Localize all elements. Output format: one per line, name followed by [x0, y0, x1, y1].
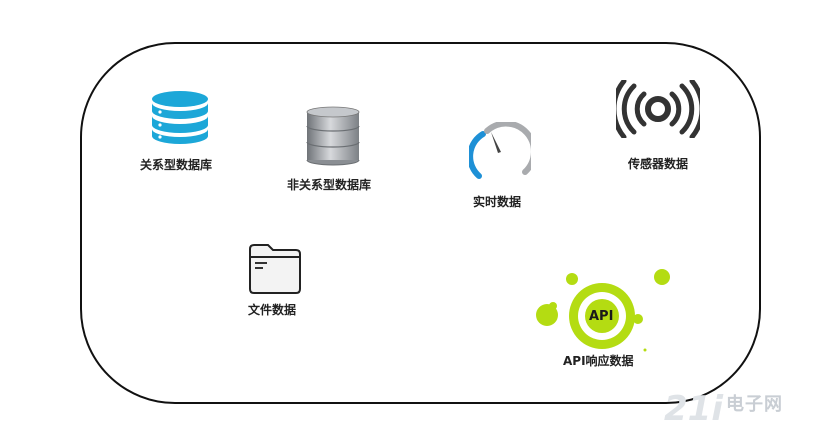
svg-text:21ic: 21ic	[664, 389, 724, 428]
folder-icon	[249, 244, 301, 294]
nonrelational-db-item	[305, 106, 361, 166]
broadcast-signal-icon	[611, 78, 705, 140]
file-label: 文件数据	[248, 303, 297, 317]
api-label: API响应数据	[563, 354, 634, 368]
database-cyan-icon	[152, 91, 208, 144]
sensor-label: 传感器数据	[628, 157, 689, 171]
watermark: 21ic 电子网	[664, 388, 814, 430]
data-sources-container	[80, 42, 761, 404]
api-splash-icon	[536, 269, 670, 352]
api-icon-text: API	[589, 309, 614, 324]
file-item	[248, 243, 302, 295]
relational-db-item	[150, 90, 210, 145]
realtime-label: 实时数据	[473, 195, 522, 209]
watermark-logo: 21ic	[664, 389, 743, 429]
realtime-item	[467, 120, 537, 182]
nonrelational-db-label: 非关系型数据库	[287, 178, 372, 192]
sensor-item	[611, 78, 705, 140]
database-server-icon	[306, 106, 360, 166]
gauge-icon	[467, 120, 537, 179]
api-item: API	[530, 266, 675, 356]
relational-db-label: 关系型数据库	[140, 158, 213, 172]
watermark-text: 电子网	[726, 394, 783, 415]
